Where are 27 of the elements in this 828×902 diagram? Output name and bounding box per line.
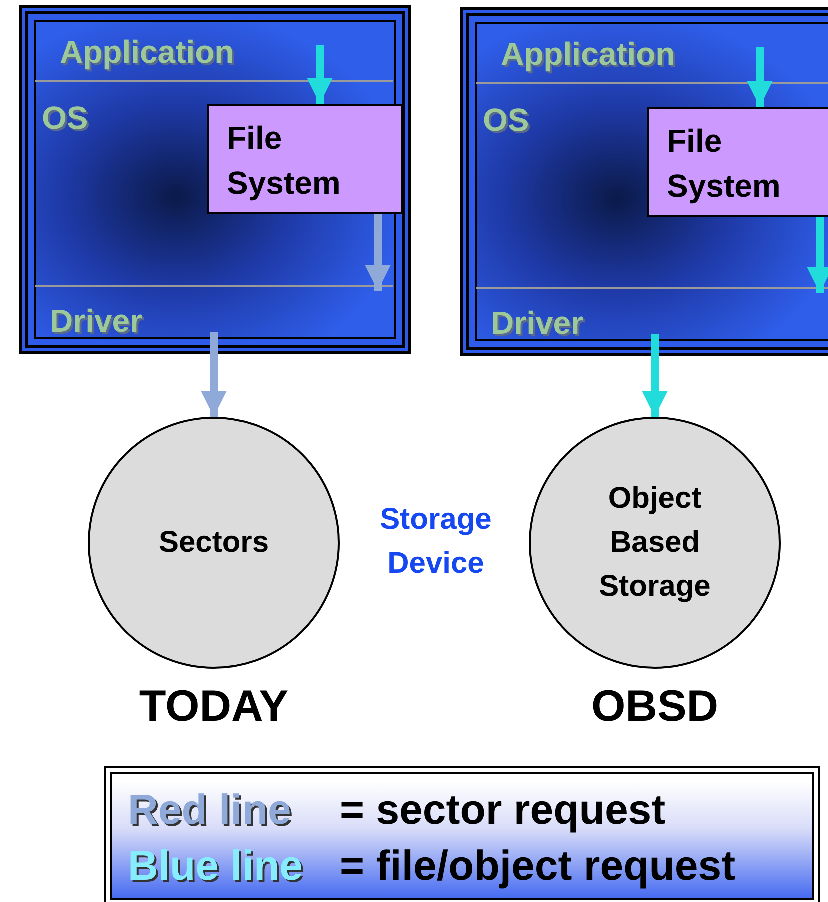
layer-label: Application — [60, 34, 234, 71]
column-heading: OBSD — [590, 682, 720, 732]
node-label: File System — [667, 122, 782, 206]
legend-text: = sector request — [340, 786, 666, 834]
arrow — [365, 214, 391, 291]
node-label: File System — [227, 119, 342, 203]
arrow — [807, 217, 828, 293]
node-label: Object Based Storage — [598, 481, 712, 605]
arrow — [642, 334, 668, 417]
legend-key: Blue line — [128, 842, 304, 890]
layer-label: Driver — [50, 303, 142, 340]
layer-label: OS — [42, 100, 88, 137]
legend-key: Red line — [128, 786, 292, 834]
layer-label: OS — [483, 102, 530, 139]
system-stack-box — [463, 10, 828, 353]
legend-text: = file/object request — [340, 842, 736, 890]
arrow — [201, 332, 227, 417]
caption-text: Storage Device — [379, 502, 493, 582]
file-system-box — [647, 107, 828, 217]
system-stack-box — [22, 8, 408, 351]
arrow — [747, 47, 773, 107]
column-heading: TODAY — [138, 682, 290, 732]
layer-label: Driver — [491, 305, 584, 342]
layer-label: Application — [501, 36, 676, 73]
node-label: Sectors — [158, 525, 270, 561]
file-system-box — [207, 104, 403, 214]
arrow — [307, 45, 333, 104]
